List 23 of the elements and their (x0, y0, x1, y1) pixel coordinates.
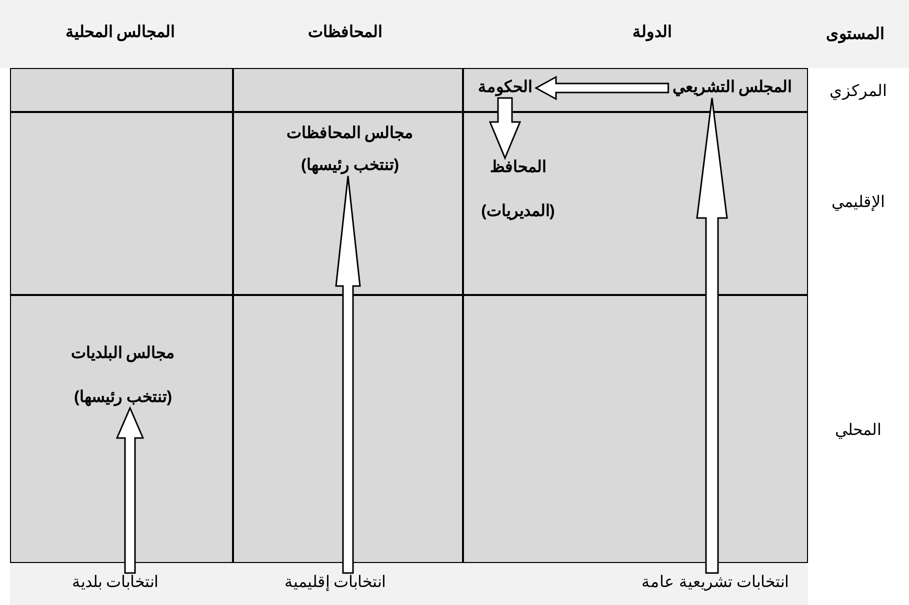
election-label: انتخابات بلدية (72, 573, 158, 593)
election-label: انتخابات إقليمية (284, 573, 386, 593)
column-header: المجالس المحلية (65, 23, 175, 42)
entity-label: (المديريات) (481, 202, 555, 222)
block-arrow (335, 175, 361, 574)
entity-label: مجالس المحافظات (286, 124, 414, 144)
column-header: المحافظات (308, 23, 382, 42)
row-header: المحلي (835, 421, 881, 440)
entity-label: المحافظ (489, 158, 547, 178)
entity-label: الحكومة (478, 78, 532, 98)
block-arrow (488, 97, 522, 160)
column-header: الدولة (632, 23, 672, 42)
entity-label: (تنتخب رئيسها) (72, 388, 174, 408)
election-label: انتخابات تشريعية عامة (642, 573, 788, 593)
block-arrow (696, 97, 728, 574)
column-header: المستوى (826, 25, 884, 44)
block-arrow (116, 406, 144, 574)
entity-label: المجلس التشريعي (672, 78, 792, 98)
row-header: المركزي (830, 82, 886, 101)
entity-label: (تنتخب رئيسها) (300, 156, 400, 176)
row-header: الإقليمي (832, 193, 884, 212)
block-arrow (534, 76, 670, 100)
entity-label: مجالس البلديات (70, 344, 176, 364)
